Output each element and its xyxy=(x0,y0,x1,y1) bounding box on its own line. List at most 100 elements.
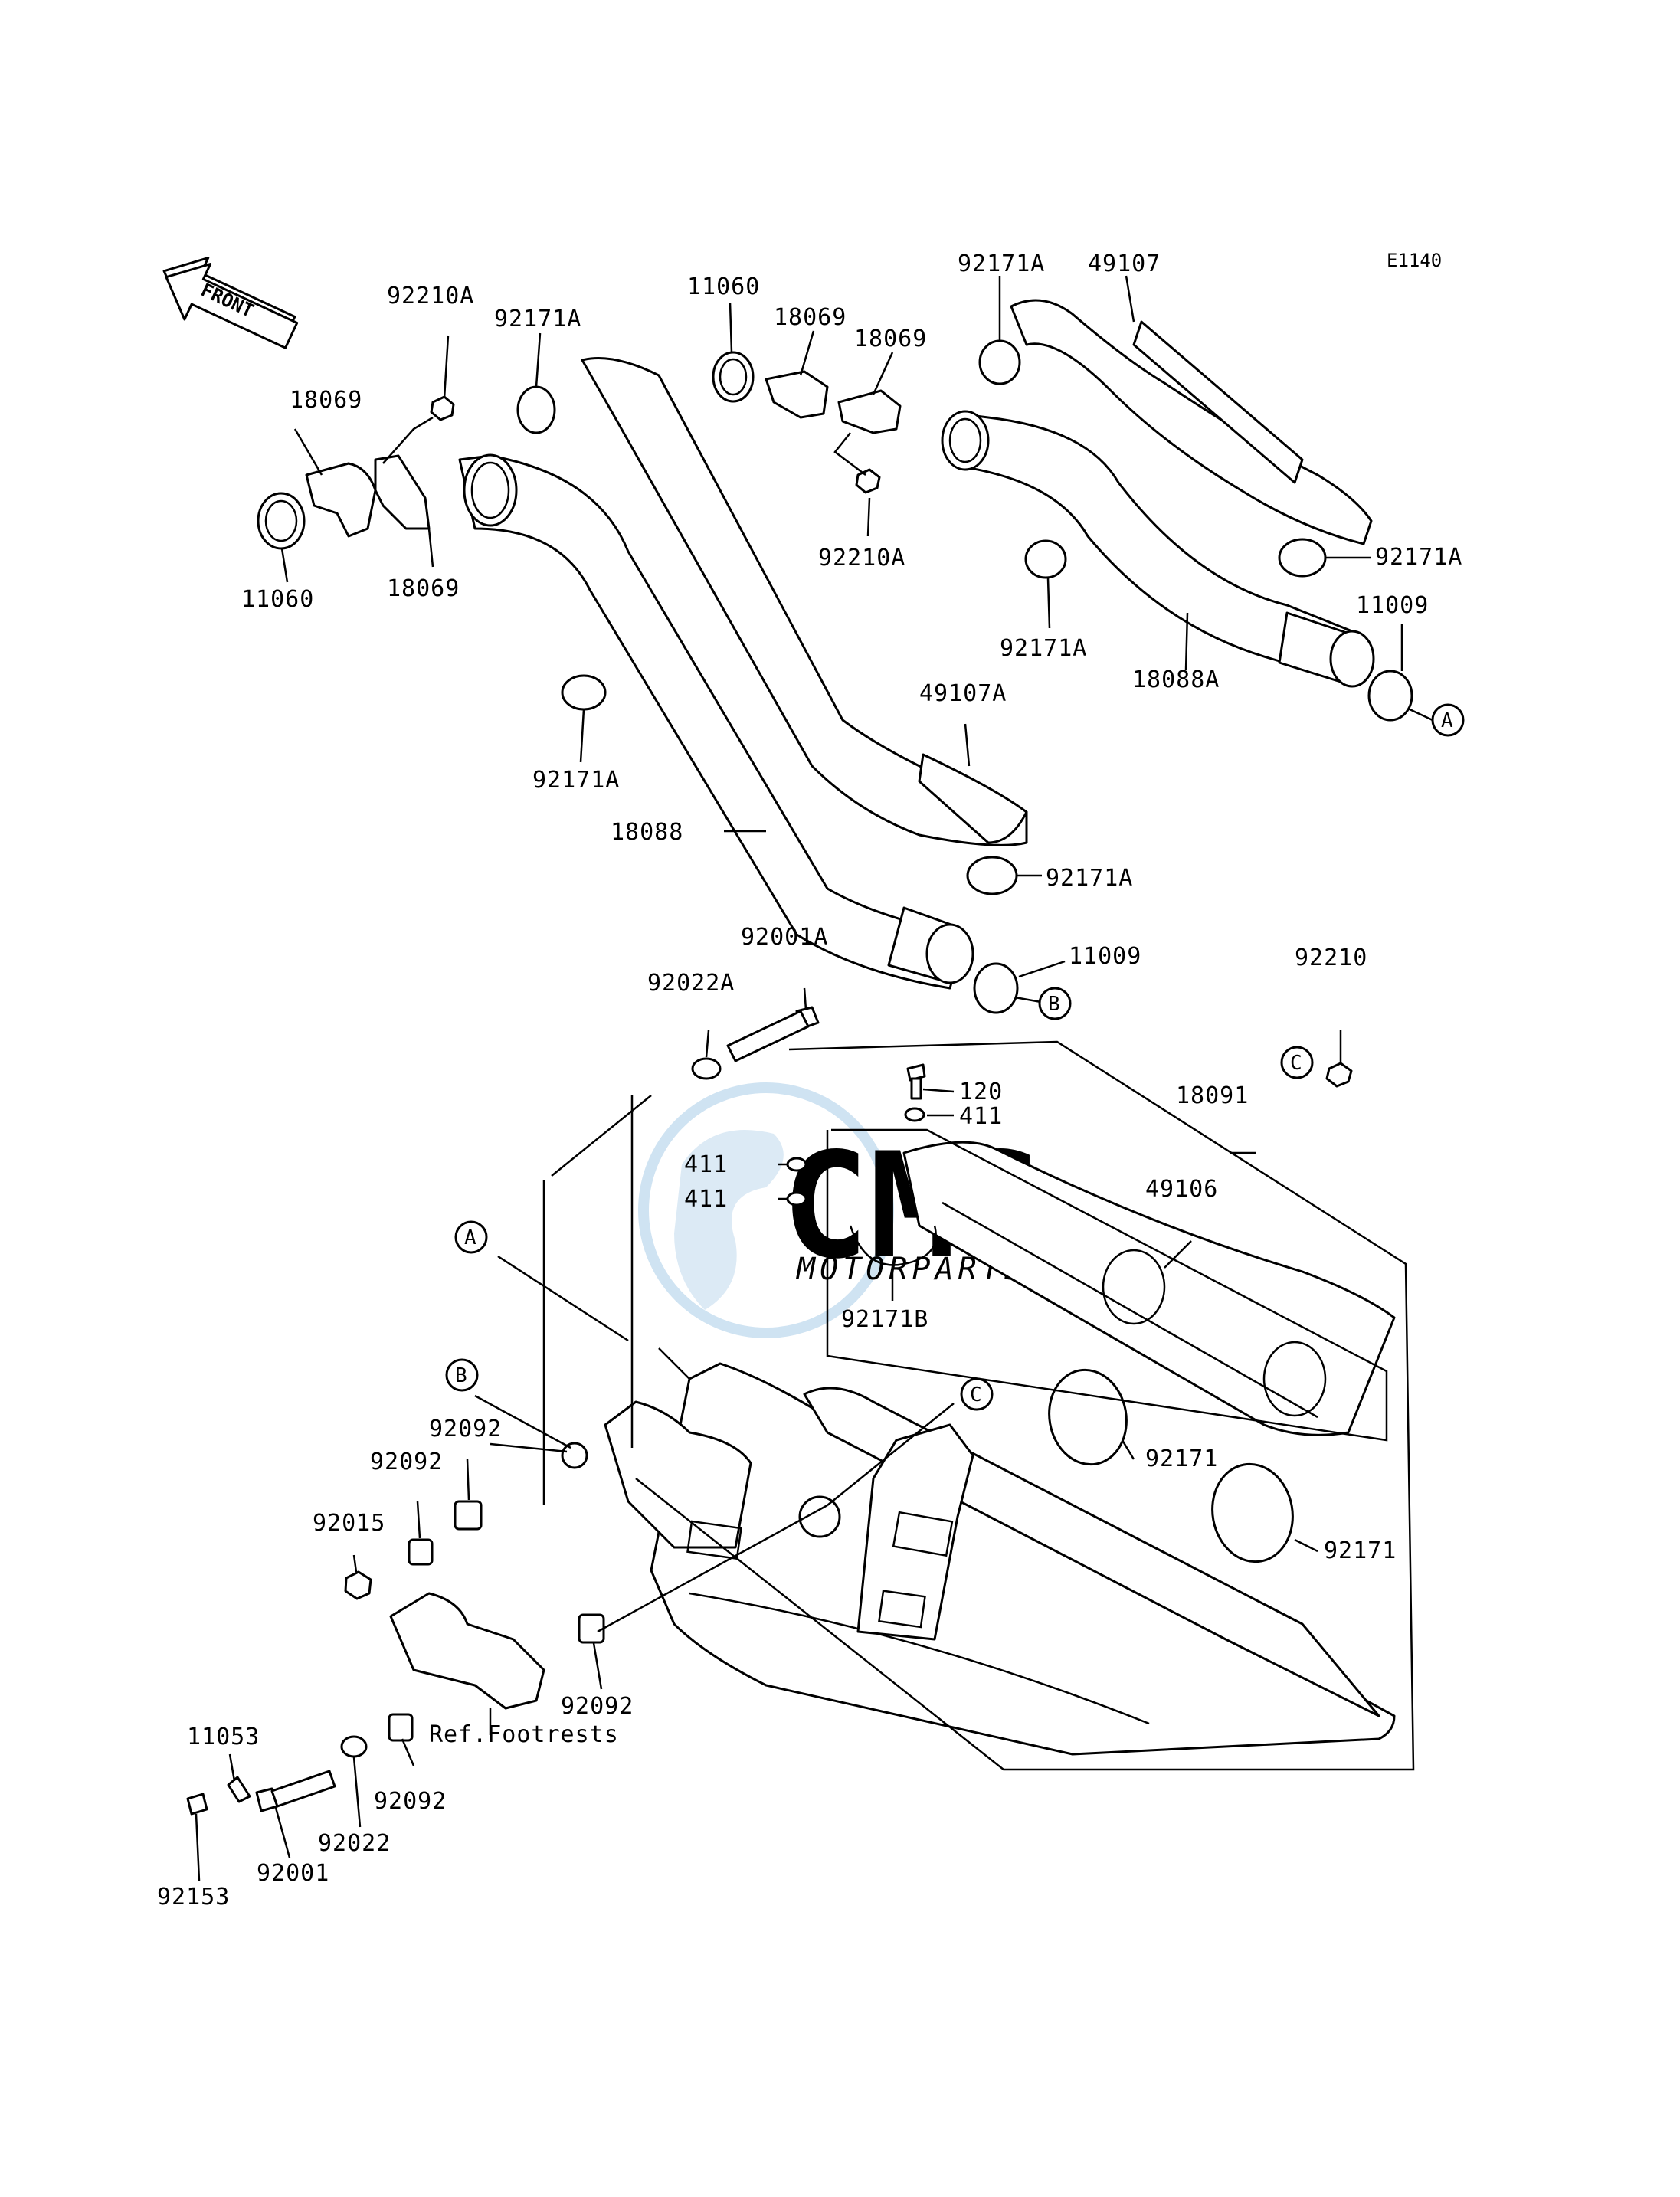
damper-92092-d xyxy=(388,1713,414,1742)
callout-92092: 92092 xyxy=(374,1788,447,1815)
callout-411: 411 xyxy=(959,1103,1003,1130)
bolt-92001 xyxy=(255,1770,336,1812)
clamp-92171B xyxy=(849,1225,937,1266)
footrest-bracket xyxy=(389,1592,545,1710)
leader-lines xyxy=(195,275,1433,1881)
washer-411-a xyxy=(904,1107,925,1122)
callout-18088: 18088 xyxy=(611,819,683,846)
marker-b-low-label: B xyxy=(455,1364,467,1387)
callout-18069: 18069 xyxy=(387,575,460,602)
flange-18069-a xyxy=(305,462,377,538)
heat-guard-49107A xyxy=(581,357,1028,846)
callout-92092: 92092 xyxy=(370,1449,443,1475)
callout-49106: 49106 xyxy=(1145,1176,1218,1203)
washer-411-c xyxy=(786,1191,807,1207)
callout-92210: 92210 xyxy=(1295,945,1367,971)
nut-92210 xyxy=(1325,1062,1353,1088)
callout-11009: 11009 xyxy=(1069,943,1141,970)
callout-92092: 92092 xyxy=(561,1693,634,1720)
nut-92210A-right xyxy=(855,468,881,494)
bolt-92001A xyxy=(726,1006,820,1062)
flange-18069-b xyxy=(374,454,431,530)
marker-c-top xyxy=(1280,1046,1314,1079)
callout-18069: 18069 xyxy=(290,387,362,414)
heatguard-outline-49106 xyxy=(826,1128,1388,1442)
washer-411-b xyxy=(786,1157,807,1172)
callout-11060: 11060 xyxy=(687,273,760,300)
collar-11009-lower xyxy=(973,962,1019,1014)
callout-92171A: 92171A xyxy=(1375,544,1462,571)
clamp-92171A-4 xyxy=(1024,539,1067,579)
callout-92171B: 92171B xyxy=(841,1306,928,1333)
callout-92022A: 92022A xyxy=(647,970,735,997)
callout-92092: 92092 xyxy=(429,1416,502,1442)
callout-92171A: 92171A xyxy=(1046,865,1133,892)
heat-guard-49107 xyxy=(1010,299,1373,545)
flange-18069-c xyxy=(765,370,829,419)
exhaust-pipe-18088A xyxy=(941,410,1375,688)
marker-a-low-label: A xyxy=(464,1226,476,1249)
flange-18069-d xyxy=(837,389,902,434)
ref-markers: A B C A B C xyxy=(445,703,1465,1411)
muffler-assembly xyxy=(561,1362,1396,1756)
clamp-92171-lower xyxy=(1211,1462,1294,1563)
damper-92092-a xyxy=(454,1500,483,1531)
callout-18069: 18069 xyxy=(854,326,927,352)
ref-footrests-note: Ref.Footrests xyxy=(429,1721,619,1748)
screw-120 xyxy=(906,1063,926,1100)
nut-92015 xyxy=(344,1570,372,1600)
callout-18069: 18069 xyxy=(774,304,847,331)
watermark-continents xyxy=(674,1130,784,1310)
gasket-11060-right-inner xyxy=(719,358,748,396)
marker-c-top-label: C xyxy=(1290,1052,1302,1075)
heat-guard-49106 xyxy=(902,1141,1396,1436)
washer-92022 xyxy=(340,1735,368,1758)
marker-b-top xyxy=(1038,987,1072,1020)
callout-92001: 92001 xyxy=(257,1860,329,1887)
marker-b-low xyxy=(445,1358,479,1392)
gasket-11060-left-inner xyxy=(264,499,298,542)
bolt-92153 xyxy=(186,1793,208,1816)
nut-92210A-left xyxy=(430,395,455,421)
callout-411: 411 xyxy=(684,1151,728,1178)
assembly-outline-18091 xyxy=(635,1040,1415,1771)
exhaust-pipe-18088 xyxy=(458,453,974,990)
marker-b-top-label: B xyxy=(1048,993,1060,1016)
part-callouts: 18069 11060 18069 92210A 92171A 11060 18… xyxy=(157,250,1462,1911)
damper-92092-b xyxy=(408,1538,434,1566)
callout-92171: 92171 xyxy=(1145,1446,1218,1472)
damper-92092-c xyxy=(578,1613,605,1644)
callout-92171A: 92171A xyxy=(1000,635,1087,662)
callout-92171A: 92171A xyxy=(532,767,620,794)
callout-92001A: 92001A xyxy=(741,924,828,951)
callout-411: 411 xyxy=(684,1186,728,1213)
lock-plate-11053 xyxy=(227,1776,251,1803)
callout-18088A: 18088A xyxy=(1132,666,1220,693)
marker-c-low xyxy=(960,1377,994,1411)
callout-120: 120 xyxy=(959,1079,1003,1105)
clamp-92171A-2 xyxy=(561,674,607,711)
callout-92171: 92171 xyxy=(1324,1537,1397,1564)
callout-92015: 92015 xyxy=(313,1510,385,1537)
washer-92022A xyxy=(691,1057,722,1080)
collar-11009-upper xyxy=(1367,670,1413,722)
clamp-92171A-3 xyxy=(978,339,1021,385)
callout-18091: 18091 xyxy=(1176,1082,1249,1109)
callout-92022: 92022 xyxy=(318,1830,391,1857)
callout-92210A: 92210A xyxy=(387,283,474,309)
callout-92171A: 92171A xyxy=(494,306,581,332)
clamp-92171-upper xyxy=(1048,1368,1128,1466)
callout-49107A: 49107A xyxy=(919,680,1007,707)
callout-92210A: 92210A xyxy=(818,545,905,571)
clamp-92171A-1 xyxy=(516,385,556,434)
front-direction-arrow: FRONT xyxy=(162,257,299,349)
clamp-92171A-6 xyxy=(966,856,1018,895)
marker-c-low-label: C xyxy=(970,1383,982,1406)
callout-92153: 92153 xyxy=(157,1884,230,1911)
callout-11060: 11060 xyxy=(241,586,314,613)
clamp-92171A-5 xyxy=(1278,538,1327,578)
callout-49107: 49107 xyxy=(1088,250,1161,277)
callout-11053: 11053 xyxy=(187,1724,260,1750)
marker-a-top xyxy=(1431,703,1465,737)
